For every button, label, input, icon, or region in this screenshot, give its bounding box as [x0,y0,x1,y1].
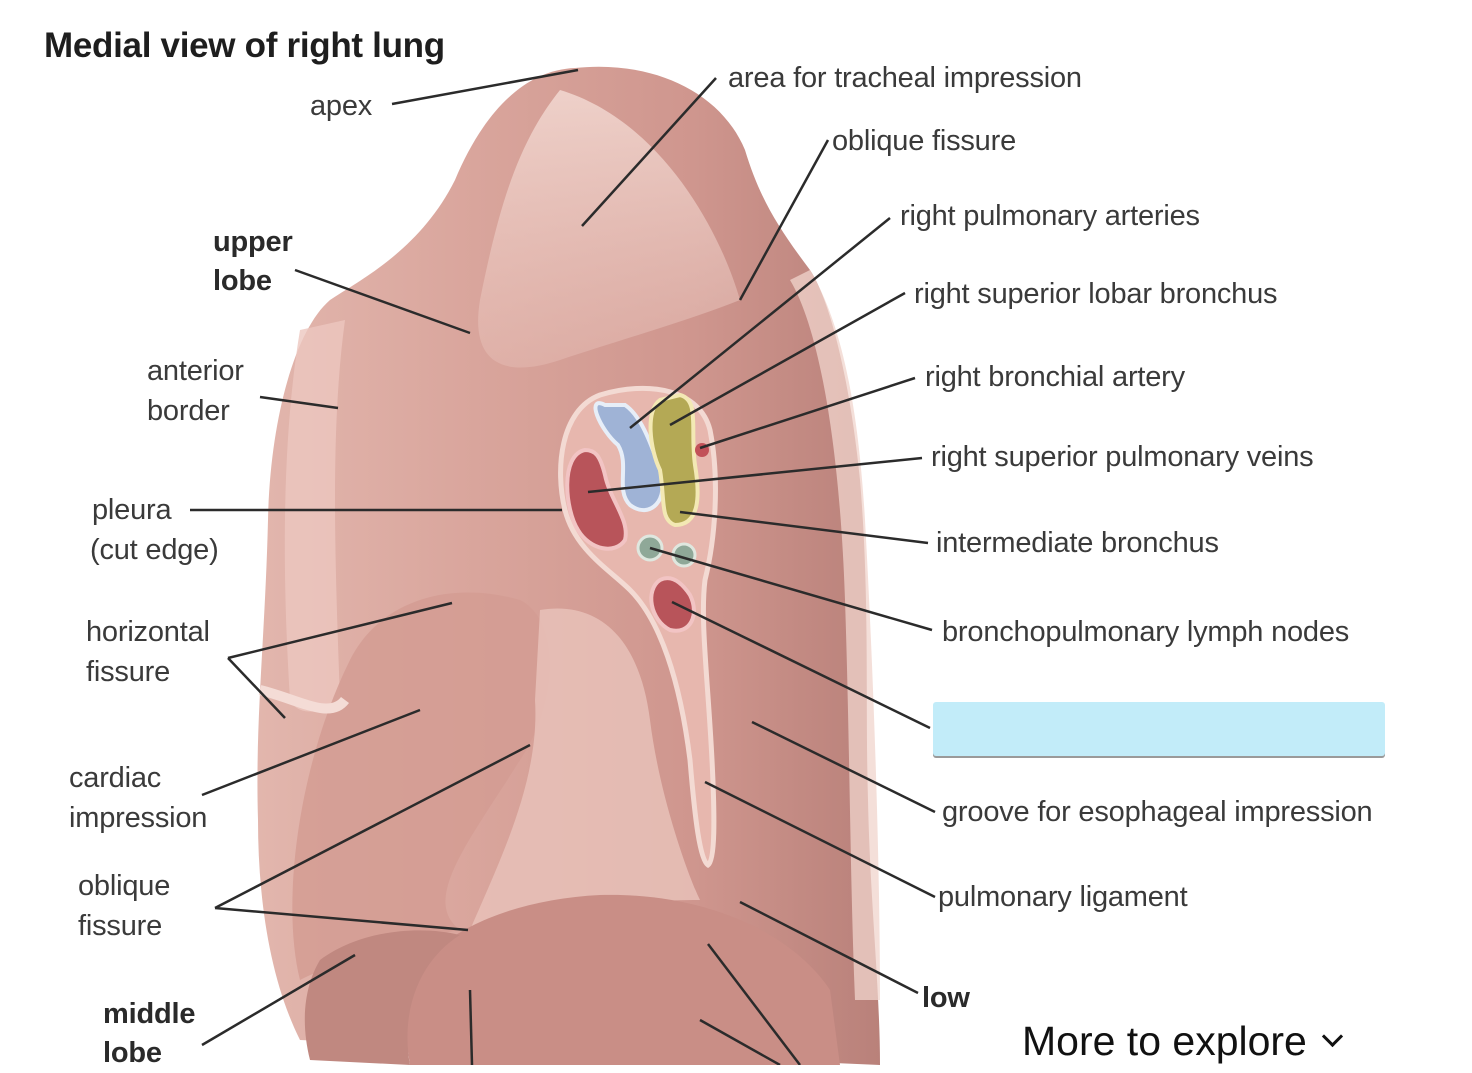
label-pleura-line1: pleura [92,494,172,526]
label-oblique-fissure-line1: oblique [78,870,171,902]
label-right-superior-pulmonary-veins: right superior pulmonary veins [931,441,1314,473]
label-tracheal-impression: area for tracheal impression [728,62,1082,94]
label-anterior-border-line1: anterior [147,355,244,387]
label-horizontal-fissure-line2: fissure [86,656,171,688]
more-to-explore-button[interactable]: More to explore [1022,1018,1343,1065]
more-to-explore-label: More to explore [1022,1018,1307,1064]
label-cardiac-impression-line2: impression [69,802,208,834]
chevron-down-icon [1321,1025,1343,1048]
diagram-title: Medial view of right lung [44,26,445,65]
label-apex: apex [310,90,373,122]
label-intermediate-bronchus: intermediate bronchus [936,527,1219,559]
label-anterior-border-line2: border [147,395,230,427]
label-middle-lobe-line2: lobe [103,1037,162,1069]
label-horizontal-fissure-line1: horizontal [86,616,210,648]
label-bronchopulmonary-lymph-nodes: bronchopulmonary lymph nodes [942,616,1350,648]
label-upper-lobe-line1: upper [213,226,293,258]
label-pleura-line2: (cut edge) [90,534,219,566]
answer-drop-box[interactable] [933,702,1385,756]
label-right-pulmonary-arteries: right pulmonary arteries [900,200,1200,232]
label-oblique-fissure-line2: fissure [78,910,163,942]
pulmonary-vein-shape [565,447,628,551]
inferior-vein-shape [649,576,696,633]
label-upper-lobe-line2: lobe [213,265,272,297]
label-cardiac-impression-line1: cardiac [69,762,162,794]
label-right-superior-lobar-bronchus: right superior lobar bronchus [914,278,1278,310]
pulmonary-artery-shape [593,401,665,512]
bronchus-shape [648,392,700,528]
label-right-bronchial-artery: right bronchial artery [925,361,1185,393]
label-lower-lobe-partial: low [922,982,970,1014]
label-oblique-fissure-right: oblique fissure [832,125,1016,157]
label-groove-esophageal-impression: groove for esophageal impression [942,796,1373,828]
label-pulmonary-ligament: pulmonary ligament [938,881,1188,913]
label-middle-lobe-line1: middle [103,998,196,1030]
